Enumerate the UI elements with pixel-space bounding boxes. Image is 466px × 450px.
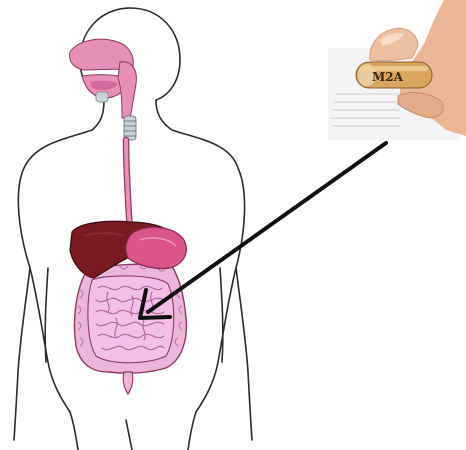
left-arm-outline — [14, 268, 30, 440]
leg-right-outline — [188, 412, 196, 450]
left-arm-inner-outline — [45, 268, 48, 362]
capsule-endoscope-icon: M2A — [356, 62, 432, 88]
thumb — [370, 28, 418, 61]
right-arm-outline — [236, 268, 252, 440]
leg-split-outline — [126, 420, 132, 450]
capsule-label: M2A — [372, 70, 404, 84]
stomach — [126, 227, 186, 268]
pharynx — [118, 62, 136, 118]
leg-left-outline — [70, 412, 78, 450]
trachea — [124, 116, 136, 140]
pointer-arrow-icon — [140, 143, 386, 318]
salivary-gland — [96, 92, 108, 102]
small-intestine — [88, 276, 174, 363]
rectum — [123, 372, 133, 394]
